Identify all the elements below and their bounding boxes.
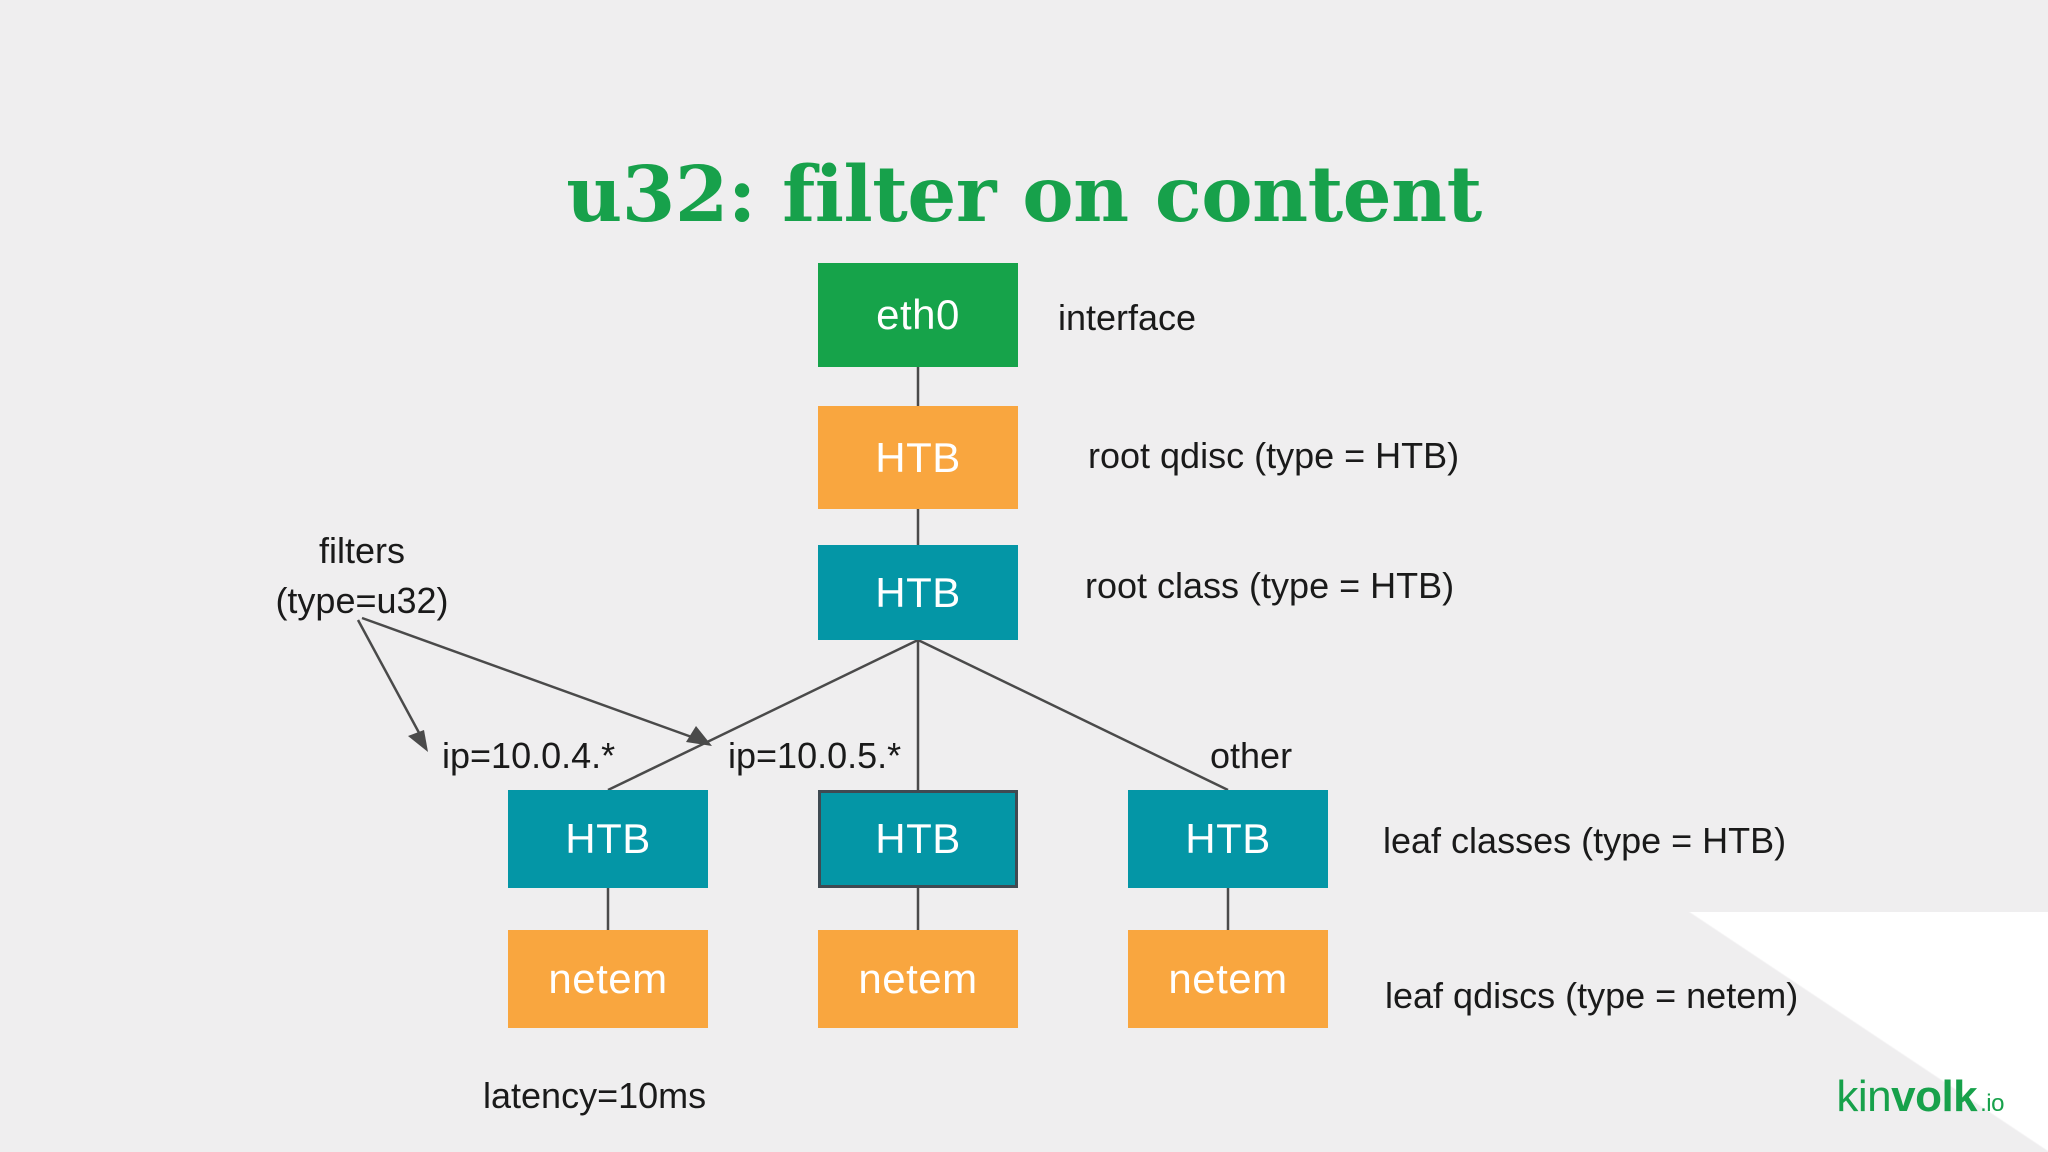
node-label: HTB bbox=[1185, 815, 1271, 862]
logo-part-volk: volk bbox=[1891, 1072, 1978, 1121]
node-label: netem bbox=[1168, 955, 1288, 1002]
node-leaf-class-3-htb[interactable]: HTB bbox=[1128, 790, 1328, 888]
page-title: u32: filter on content bbox=[566, 149, 1482, 240]
node-label: netem bbox=[858, 955, 978, 1002]
node-root-class-htb[interactable]: HTB bbox=[818, 545, 1018, 640]
node-interface-eth0[interactable]: eth0 bbox=[818, 263, 1018, 367]
edge-root-class-to-leaf-3 bbox=[917, 638, 1229, 792]
filters-caption-line1: filters bbox=[318, 530, 405, 571]
filter-match-label-3: other bbox=[1210, 735, 1293, 776]
filter-arrowhead-1 bbox=[408, 730, 428, 752]
node-label: HTB bbox=[875, 568, 961, 616]
filter-arrow-1-shaft bbox=[356, 619, 426, 743]
node-leaf-qdisc-1-netem[interactable]: netem bbox=[508, 930, 708, 1028]
row-label-root-class: root class (type = HTB) bbox=[1085, 565, 1455, 606]
node-root-qdisc-htb[interactable]: HTB bbox=[818, 406, 1018, 509]
filters-caption-line2: (type=u32) bbox=[275, 580, 449, 621]
row-label-leaf-qdiscs: leaf qdiscs (type = netem) bbox=[1385, 975, 1799, 1016]
node-leaf-class-2-htb[interactable]: HTB bbox=[818, 790, 1018, 888]
node-label: eth0 bbox=[876, 291, 960, 338]
row-label-root-qdisc: root qdisc (type = HTB) bbox=[1088, 435, 1460, 476]
row-label-interface: interface bbox=[1058, 297, 1197, 338]
node-leaf-qdisc-3-netem[interactable]: netem bbox=[1128, 930, 1328, 1028]
logo-part-io: .io bbox=[1980, 1090, 2004, 1117]
node-label: HTB bbox=[565, 815, 651, 862]
node-leaf-qdisc-2-netem[interactable]: netem bbox=[818, 930, 1018, 1028]
latency-annotation: latency=10ms bbox=[483, 1075, 707, 1116]
filter-arrow-2-shaft bbox=[361, 616, 701, 742]
row-label-leaf-classes: leaf classes (type = HTB) bbox=[1383, 820, 1787, 861]
logo-part-kin: kin bbox=[1836, 1072, 1892, 1121]
filter-match-label-1: ip=10.0.4.* bbox=[442, 735, 616, 776]
node-label: HTB bbox=[875, 433, 961, 481]
filter-match-label-2: ip=10.0.5.* bbox=[728, 735, 902, 776]
node-label: netem bbox=[548, 955, 668, 1002]
filter-arrowhead-2 bbox=[686, 726, 712, 746]
node-label: HTB bbox=[875, 815, 961, 862]
node-leaf-class-1-htb[interactable]: HTB bbox=[508, 790, 708, 888]
